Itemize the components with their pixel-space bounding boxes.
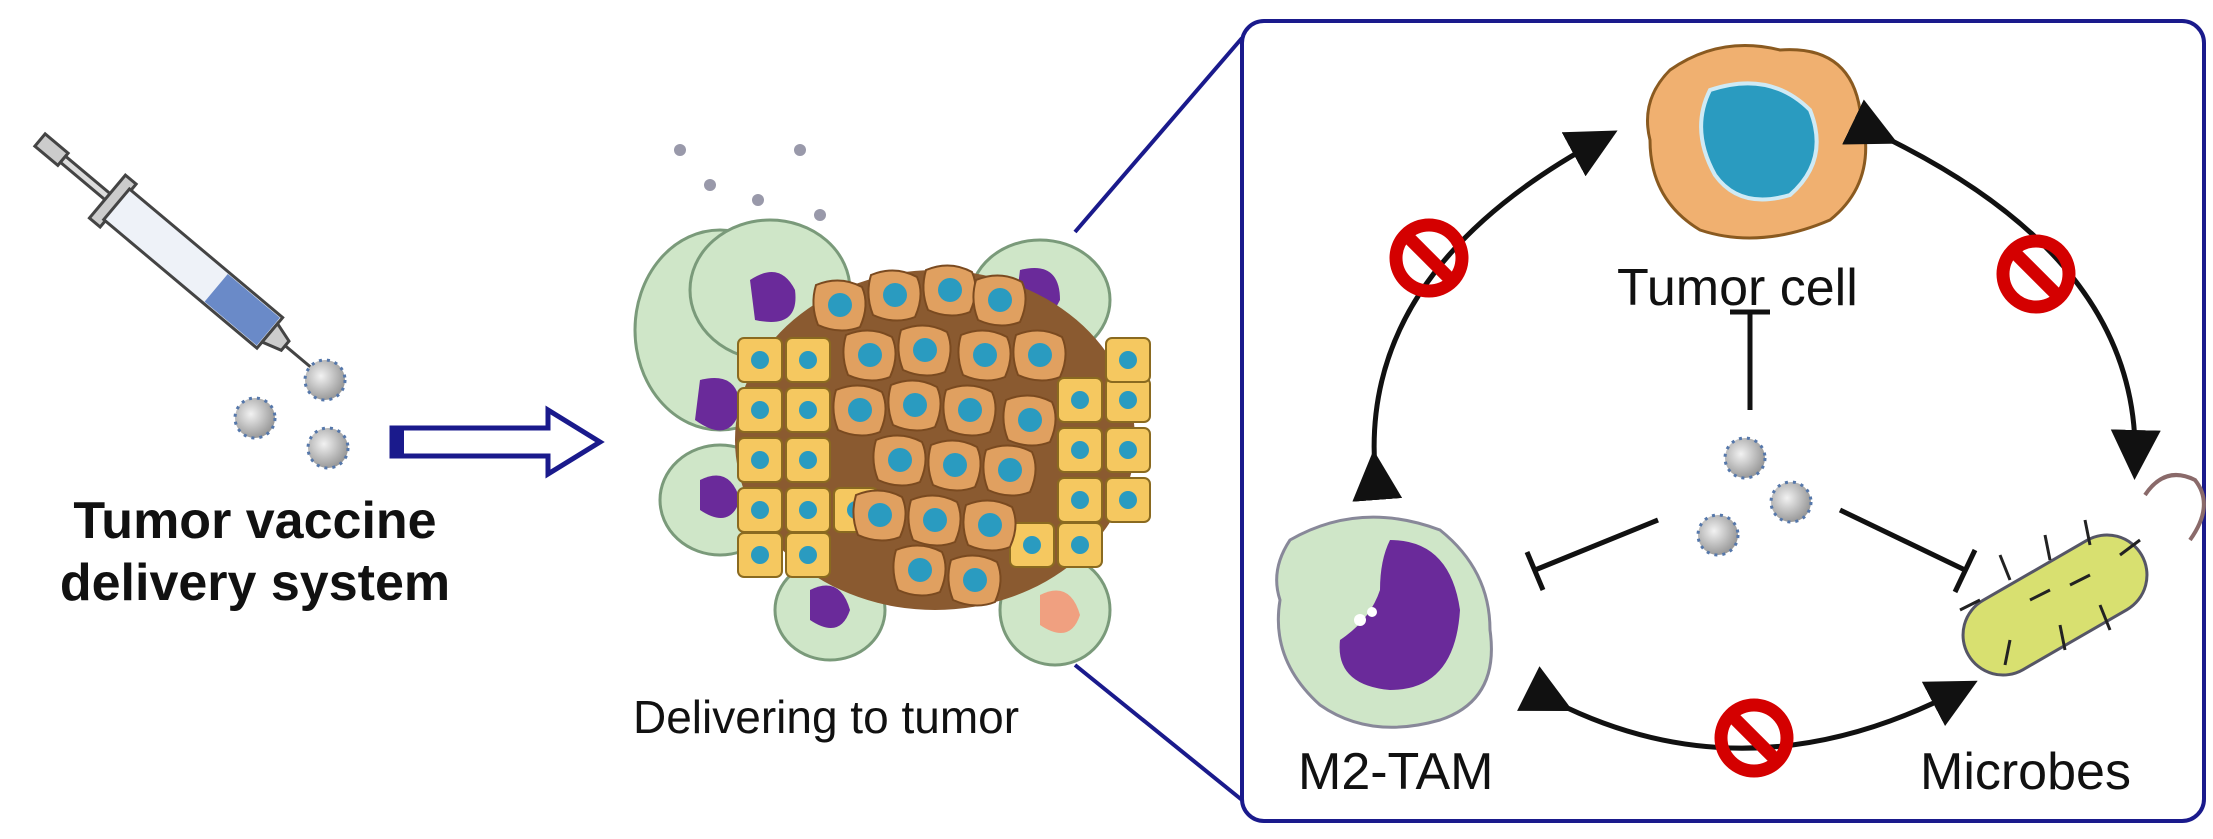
tumor-cell-label: Tumor cell (1617, 259, 1858, 317)
microbe-bacterium-icon (1959, 473, 2206, 677)
title-line-2: delivery system (59, 554, 451, 613)
m2-tam-label: M2-TAM (1298, 743, 1494, 801)
hollow-arrow-icon (389, 405, 605, 479)
zoom-line-bottom (1073, 663, 1244, 802)
left-panel-title: Tumor vaccine delivery system (20, 490, 490, 615)
syringe-icon (32, 131, 317, 373)
title-line-1: Tumor vaccine (73, 492, 437, 550)
tumor-mass-illustration (633, 144, 1151, 667)
m2-tam-macrophage-icon (1275, 515, 1493, 729)
delivering-caption: Delivering to tumor (633, 691, 1020, 743)
microbes-label: Microbes (1920, 743, 2131, 801)
zoom-line-top (1073, 36, 1244, 234)
tumor-cell-icon (1646, 44, 1868, 240)
nanoparticles-left (233, 358, 350, 470)
inhibition-lines (1524, 309, 1978, 594)
